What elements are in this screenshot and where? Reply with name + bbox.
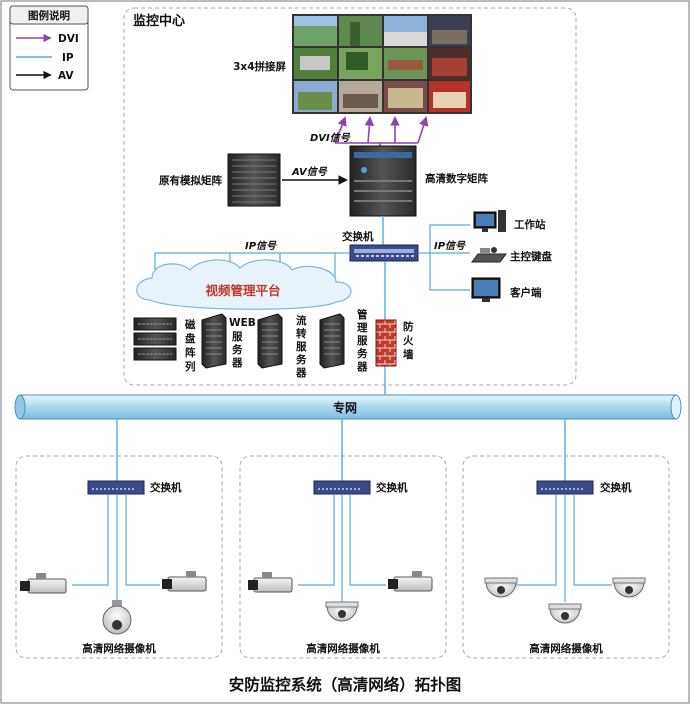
web-server-icon (201, 313, 227, 369)
disk-array-label: 磁 盘 阵 列 (185, 318, 196, 373)
core-switch-label: 交换机 (342, 230, 374, 243)
platform-label: 视频管理平台 (205, 283, 280, 298)
svg-text:WEB: WEB (229, 317, 256, 329)
platform-cloud (136, 259, 352, 310)
analog-matrix-device (227, 153, 281, 207)
svg-text:阵: 阵 (185, 346, 196, 359)
disk-array-icon (133, 317, 177, 361)
svg-text:管: 管 (357, 308, 368, 321)
svg-text:盘: 盘 (185, 332, 196, 345)
svg-text:磁: 磁 (185, 318, 196, 331)
svg-text:服: 服 (357, 335, 368, 347)
site-2-camera-label: 高清网络摄像机 (306, 642, 380, 655)
site-3-switch-label: 交换机 (600, 481, 632, 494)
svg-text:墙: 墙 (403, 348, 414, 361)
svg-text:务: 务 (232, 343, 243, 356)
mgmt-server-label: 管 理 服 务 器 (356, 308, 368, 373)
stream-server-icon (257, 313, 283, 369)
stream-server-label: 流 转 服 务 器 (295, 314, 307, 379)
svg-text:务: 务 (296, 353, 307, 366)
monitor-center-title: 监控中心 (133, 13, 185, 29)
site-1-box-camera-left-icon (20, 573, 67, 594)
analog-matrix-label: 原有模拟矩阵 (159, 174, 222, 187)
ip-signal-left-label: IP信号 (245, 240, 277, 252)
svg-text:务: 务 (357, 347, 368, 360)
svg-text:服: 服 (232, 331, 243, 343)
network-drops (116, 419, 566, 481)
svg-text:防: 防 (403, 320, 414, 333)
site-3-switch-icon (536, 480, 594, 495)
legend-ip-label: IP (62, 52, 74, 64)
hd-matrix-device (349, 145, 417, 217)
svg-text:器: 器 (295, 367, 307, 379)
svg-text:流: 流 (296, 314, 307, 327)
diagram-caption: 安防监控系统（高清网络）拓扑图 (229, 675, 462, 694)
keyboard-icon (471, 247, 507, 263)
legend-title: 图例说明 (28, 9, 70, 22)
ip-signal-right-label: IP信号 (434, 240, 466, 252)
video-wall-label: 3x4拼接屏 (233, 60, 286, 73)
site-3-camera-label: 高清网络摄像机 (529, 642, 603, 655)
site-2-switch-icon (313, 480, 371, 495)
svg-text:转: 转 (296, 327, 307, 340)
site-3: 交换机 高清网络摄像机 (462, 455, 670, 659)
firewall-icon (375, 319, 397, 367)
site-2-dome-camera-icon (325, 601, 359, 622)
keyboard-label: 主控键盘 (510, 250, 552, 263)
network-label: 专网 (333, 400, 357, 415)
site-1-ptz-camera-icon (102, 600, 132, 635)
workstation-icon (473, 210, 506, 232)
web-server-label: WEB 服 务 器 (229, 317, 256, 369)
dvi-links (334, 116, 429, 148)
core-switch-device (349, 244, 419, 262)
client-label: 客户端 (509, 286, 542, 299)
site-2-box-camera-right-icon (388, 571, 433, 592)
hd-matrix-label: 高清数字矩阵 (425, 172, 488, 185)
site-1-box-camera-right-icon (162, 571, 207, 592)
site-1: 交换机 高清网络摄像机 (15, 455, 223, 659)
svg-text:理: 理 (357, 322, 368, 334)
av-signal-label: AV信号 (291, 166, 328, 178)
network-pipe (14, 394, 682, 420)
client-icon (471, 277, 501, 302)
svg-text:列: 列 (185, 360, 196, 373)
ip-links-center (154, 224, 470, 395)
legend-dvi-label: DVI (58, 33, 79, 45)
svg-text:火: 火 (403, 335, 414, 347)
svg-text:器: 器 (231, 357, 243, 369)
monitor-center-box (123, 7, 577, 386)
site-1-switch-label: 交换机 (150, 481, 182, 494)
site-2: 交换机 高清网络摄像机 (239, 455, 447, 659)
workstation-label: 工作站 (514, 218, 546, 231)
dvi-signal-label: DVI信号 (310, 132, 351, 144)
svg-text:服: 服 (296, 341, 307, 353)
site-2-switch-label: 交换机 (376, 481, 408, 494)
site-2-box-camera-left-icon (248, 572, 293, 593)
video-wall (292, 14, 472, 114)
firewall-label: 防 火 墙 (403, 320, 414, 361)
svg-text:器: 器 (356, 361, 368, 373)
legend: 图例说明 DVI IP AV (9, 5, 89, 91)
site-3-dome-camera-bottom-icon (548, 603, 582, 624)
legend-av-label: AV (58, 70, 74, 82)
site-1-camera-label: 高清网络摄像机 (82, 642, 156, 655)
site-3-dome-camera-left-icon (484, 577, 518, 598)
site-1-switch-icon (87, 480, 145, 495)
site-3-dome-camera-right-icon (612, 577, 646, 598)
mgmt-server-icon (319, 313, 345, 369)
